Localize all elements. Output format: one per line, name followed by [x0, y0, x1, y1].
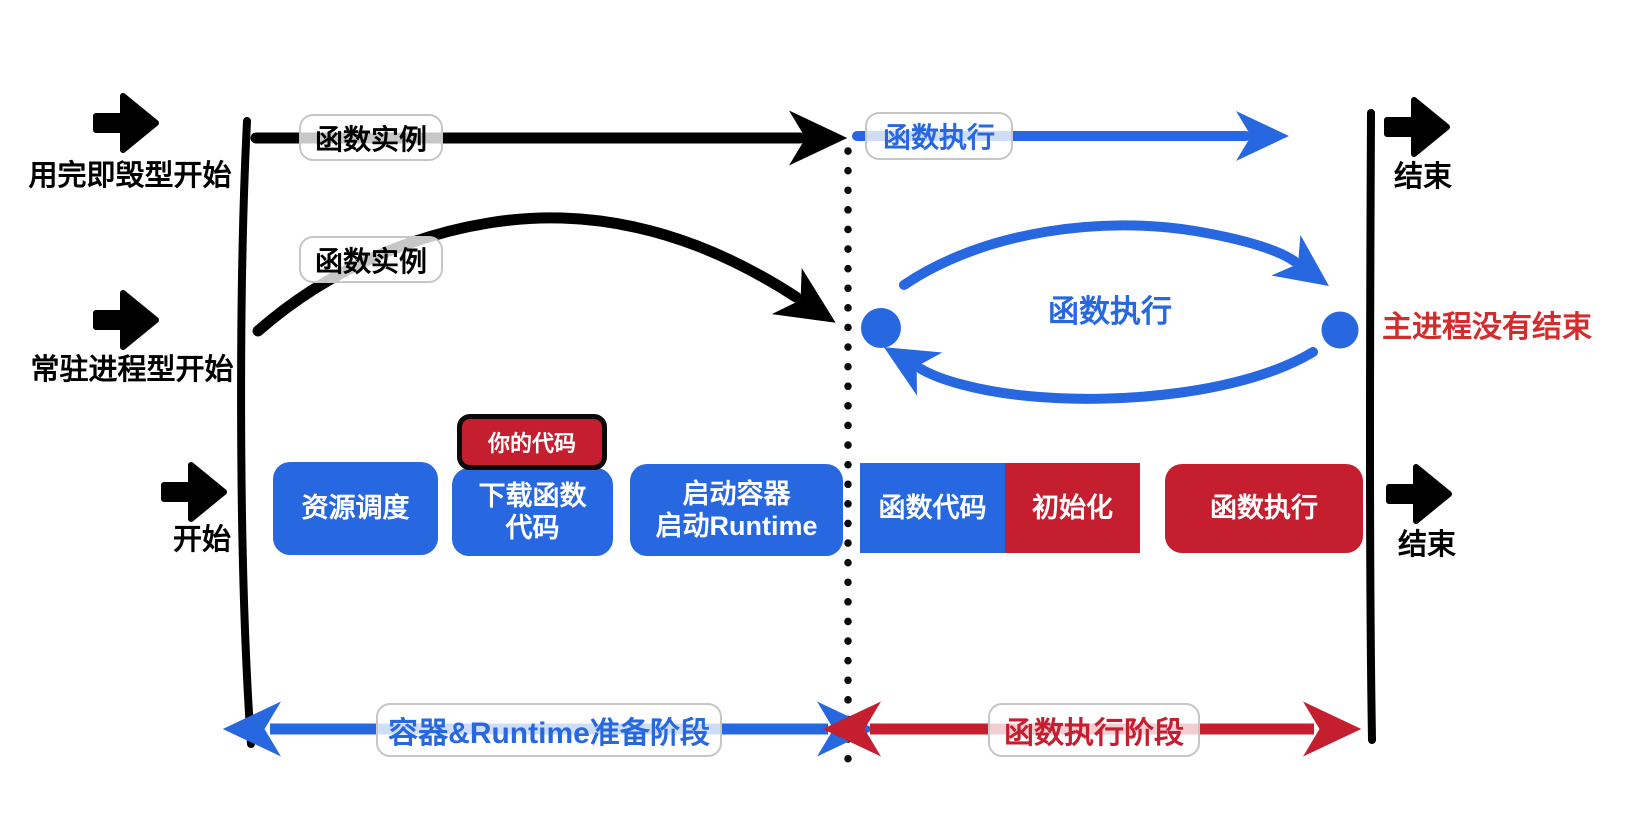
destroy-type-start-arrow-icon [96, 96, 156, 150]
main-process-note: 主进程没有结束 [1382, 311, 1592, 344]
exec-phase-pill: 函数执行阶段 [988, 703, 1200, 757]
box-resource-scheduling: 资源调度 [273, 462, 438, 555]
bottom-end-label: 结束 [1397, 529, 1456, 561]
exec-loop-arc-forward [899, 220, 1330, 290]
exec-loop-label: 函数执行 [1048, 294, 1172, 329]
instance-dot-right [1321, 311, 1359, 349]
instance-pill-top: 函数实例 [299, 114, 443, 161]
start-timeline-line [237, 117, 255, 748]
bottom-end-arrow-icon [1389, 467, 1449, 521]
exec-loop-arc-back [883, 347, 1318, 404]
resident-type-start-label: 常驻进程型开始 [30, 354, 234, 386]
instance-dot-left [861, 308, 901, 348]
instance-pill-curved: 函数实例 [299, 236, 443, 283]
end-timeline-line [1366, 109, 1376, 744]
box-function-code: 函数代码 [860, 463, 1005, 553]
resident-type-start-arrow-icon [96, 293, 156, 347]
process-start-label: 开始 [172, 524, 231, 556]
top-end-label: 结束 [1393, 161, 1452, 193]
destroy-type-start-label: 用完即毁型开始 [28, 160, 232, 192]
exec-pill-top: 函数执行 [865, 112, 1013, 160]
your-code-badge: 你的代码 [457, 414, 607, 470]
box-function-execution: 函数执行 [1165, 464, 1363, 553]
process-start-arrow-icon [164, 465, 224, 519]
prep-phase-pill: 容器&Runtime准备阶段 [376, 703, 722, 757]
box-start-container-runtime: 启动容器 启动Runtime [630, 464, 843, 556]
box-download-code: 下载函数 代码 [452, 468, 613, 556]
box-initialization: 初始化 [1005, 463, 1140, 553]
top-end-arrow-icon [1387, 100, 1447, 154]
